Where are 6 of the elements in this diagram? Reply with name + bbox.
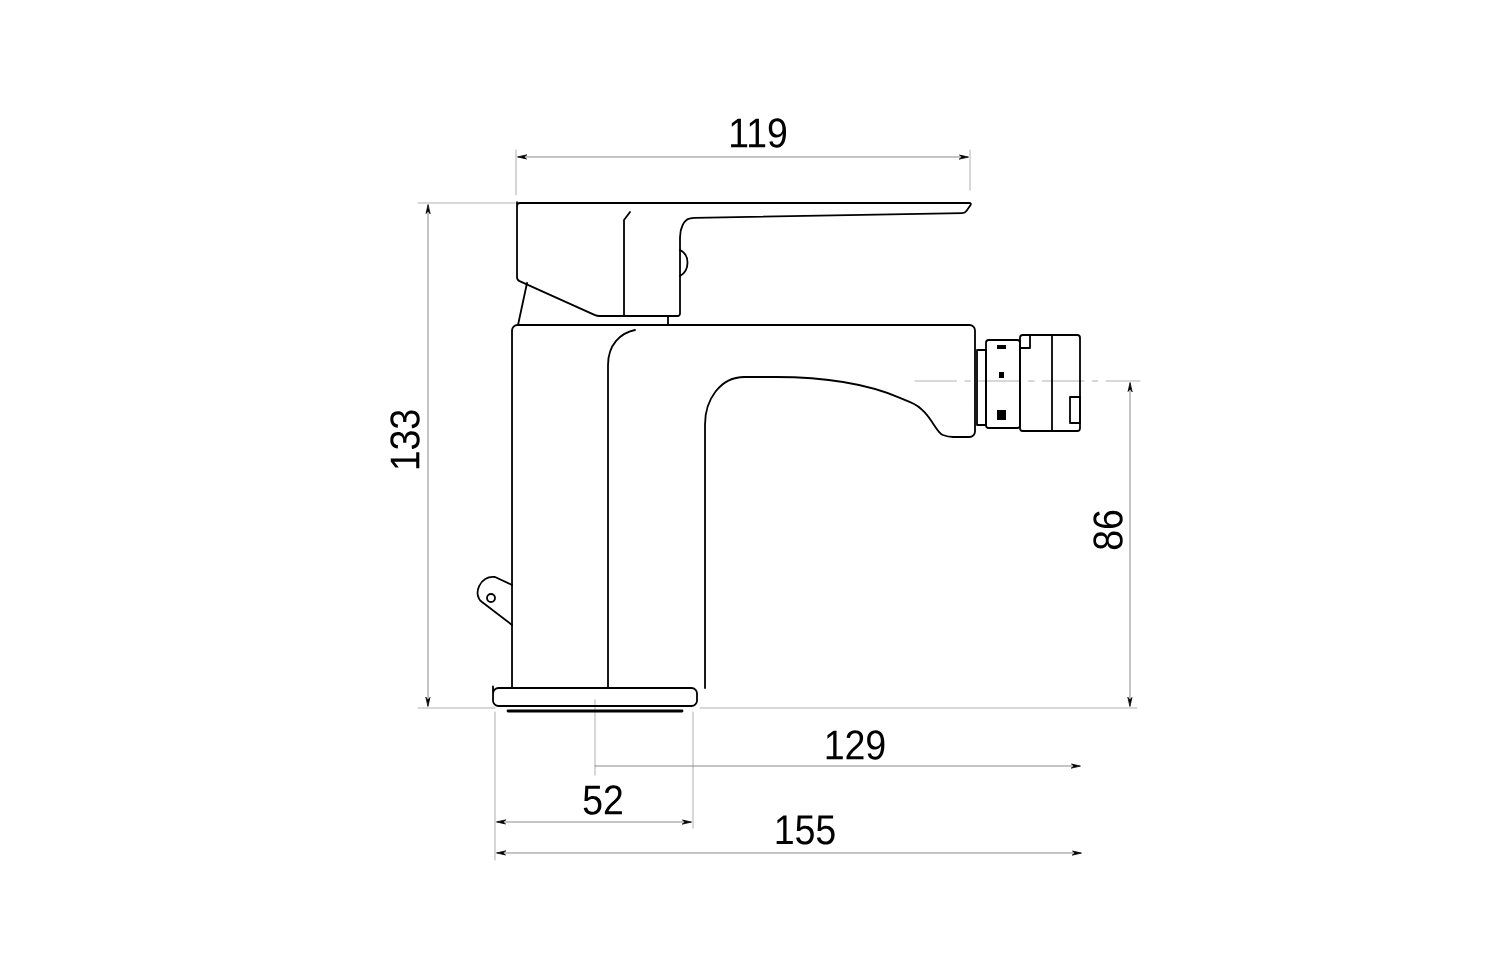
- dimension-label: 119: [726, 116, 790, 150]
- dimension-label: 155: [772, 814, 838, 846]
- dimension-label: 52: [580, 783, 626, 817]
- dimension-label: 133: [388, 407, 422, 473]
- dimension-label: 86: [1091, 507, 1125, 553]
- dimension-label: 129: [822, 728, 888, 762]
